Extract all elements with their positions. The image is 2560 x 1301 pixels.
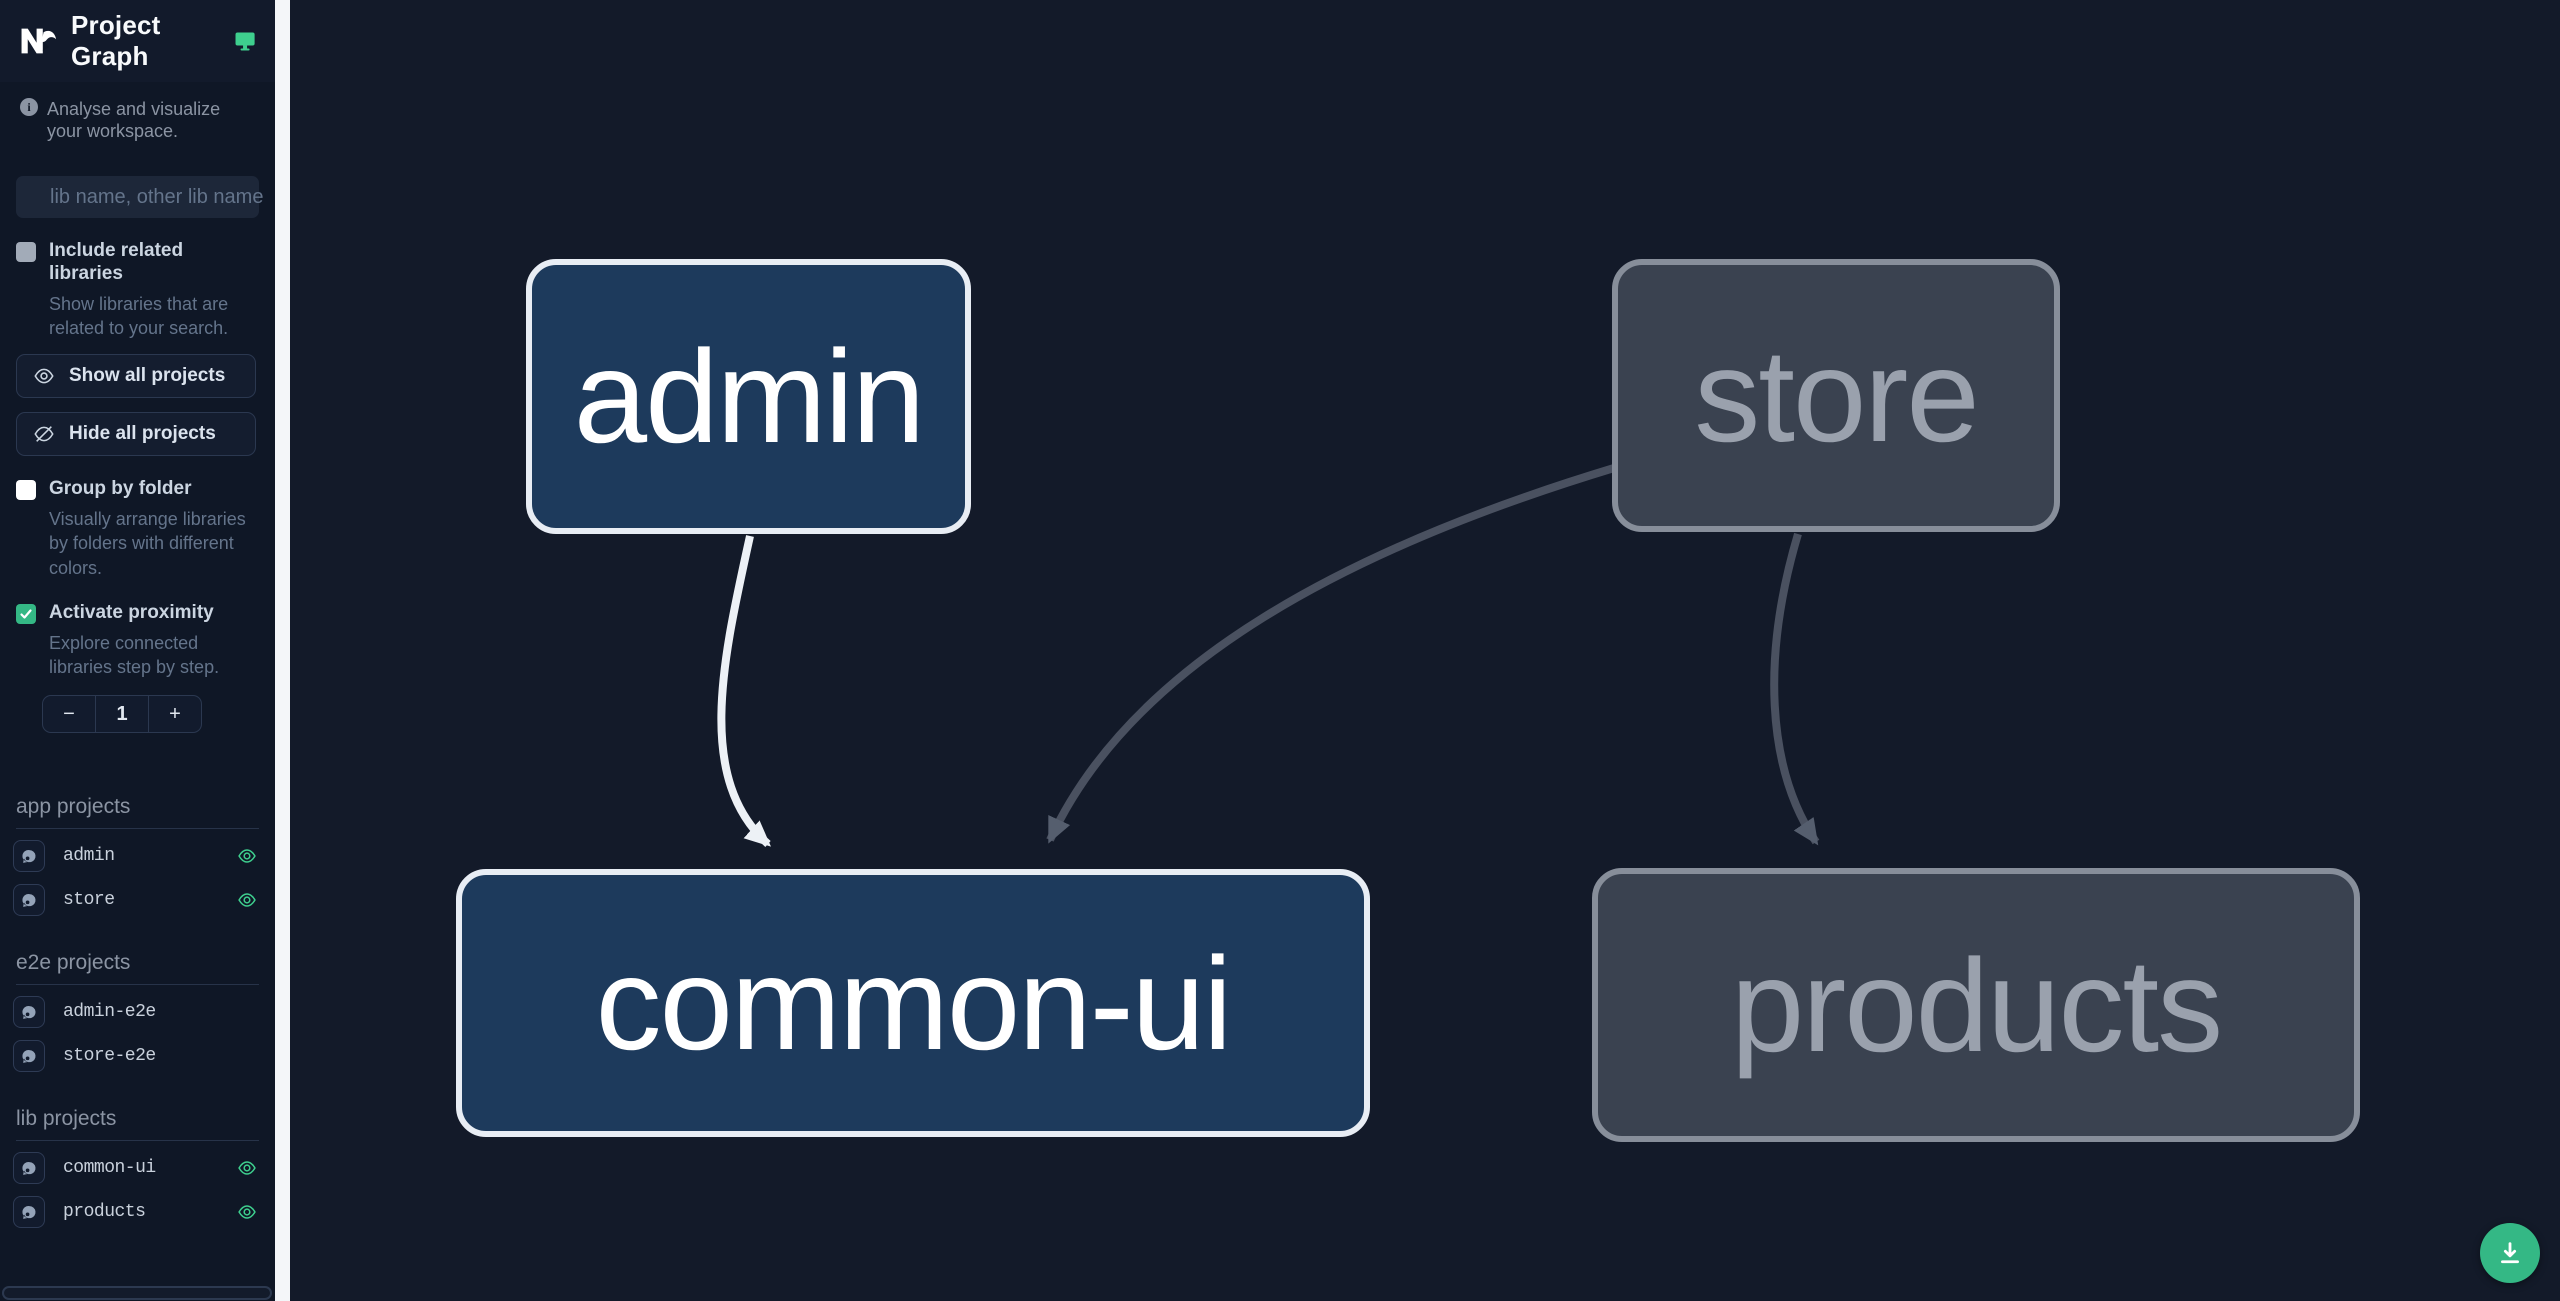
project-row-admin-e2e: admin-e2e — [13, 995, 259, 1029]
toggle-visibility-button[interactable] — [235, 1158, 259, 1178]
focus-icon — [21, 893, 36, 907]
project-row-common-ui: common-ui — [13, 1151, 259, 1185]
group-by-folder-description: Visually arrange libraries by folders wi… — [49, 509, 246, 578]
graph-canvas[interactable]: admin store common-ui products — [290, 0, 2560, 1301]
focus-project-button[interactable] — [13, 840, 45, 873]
option-include-related: Include related libraries Show libraries… — [16, 240, 259, 340]
download-icon — [2501, 1242, 2519, 1264]
project-row-store: store — [13, 883, 259, 917]
focus-icon — [21, 1205, 36, 1219]
focus-project-button[interactable] — [13, 1196, 45, 1229]
edge-store-to-common-ui — [1046, 464, 1616, 844]
focus-icon — [21, 1005, 36, 1019]
section-header-e2e: e2e projects — [16, 951, 259, 986]
monitor-icon[interactable] — [233, 28, 257, 54]
project-name: common-ui — [63, 1158, 156, 1179]
section-header-lib: lib projects — [16, 1107, 259, 1142]
activate-proximity-checkbox[interactable] — [16, 604, 36, 625]
eye-icon — [34, 368, 54, 384]
section-header-app: app projects — [16, 795, 259, 830]
eye-visible-icon — [238, 893, 256, 908]
focus-icon — [21, 1161, 36, 1175]
sidebar-header: Project Graph — [0, 0, 275, 82]
focus-project-button[interactable] — [13, 1152, 45, 1185]
sidebar-divider — [275, 0, 290, 1301]
group-by-folder-label: Group by folder — [49, 478, 192, 500]
eye-slash-icon — [34, 426, 54, 443]
tagline-text: Analyse and visualize your workspace. — [47, 99, 221, 141]
toggle-visibility-button[interactable] — [235, 846, 259, 866]
project-name: admin-e2e — [63, 1002, 156, 1023]
hide-all-projects-label: Hide all projects — [69, 423, 216, 445]
graph-edges-layer — [717, 464, 1820, 847]
graph-node-common-ui[interactable]: common-ui — [456, 869, 1370, 1137]
nx-logo-icon — [21, 28, 57, 54]
include-related-checkbox[interactable] — [16, 242, 36, 263]
info-icon: i — [20, 98, 38, 116]
project-name: store — [63, 890, 115, 911]
project-name: admin — [63, 846, 115, 867]
eye-visible-icon — [238, 849, 256, 864]
activate-proximity-description: Explore connected libraries step by step… — [49, 632, 220, 678]
horizontal-scrollbar-thumb[interactable] — [2, 1286, 272, 1300]
proximity-value: 1 — [95, 696, 149, 733]
project-row-admin: admin — [13, 839, 259, 873]
app-title: Project Graph — [70, 10, 161, 71]
toggle-visibility-button[interactable] — [235, 890, 259, 910]
include-related-description: Show libraries that are related to your … — [49, 293, 229, 339]
toggle-visibility-button[interactable] — [235, 1202, 259, 1222]
edge-store-to-products — [1770, 532, 1820, 846]
show-all-projects-button[interactable]: Show all projects — [16, 354, 256, 399]
filter-input[interactable] — [48, 184, 317, 210]
tagline-row: i Analyse and visualize your workspace. — [0, 82, 275, 142]
focus-icon — [21, 1049, 36, 1063]
graph-node-admin[interactable]: admin — [526, 259, 971, 534]
download-image-button[interactable] — [2480, 1223, 2540, 1283]
show-all-projects-label: Show all projects — [69, 365, 226, 387]
eye-visible-icon — [238, 1161, 256, 1176]
graph-node-products[interactable]: products — [1592, 868, 2360, 1142]
proximity-increment-button[interactable]: + — [169, 702, 181, 725]
activate-proximity-label: Activate proximity — [49, 602, 214, 624]
edge-admin-to-common-ui — [717, 535, 771, 847]
project-row-products: products — [13, 1195, 259, 1229]
focus-icon — [21, 849, 36, 863]
project-row-store-e2e: store-e2e — [13, 1039, 259, 1073]
eye-visible-icon — [238, 1205, 256, 1220]
graph-node-store[interactable]: store — [1612, 259, 2060, 532]
proximity-stepper: − 1 + — [42, 695, 202, 734]
project-name: store-e2e — [63, 1046, 156, 1067]
hide-all-projects-button[interactable]: Hide all projects — [16, 412, 256, 457]
sidebar: Project Graph i Analyse and visualize yo… — [0, 0, 317, 1301]
group-by-folder-checkbox[interactable] — [16, 480, 36, 501]
focus-project-button[interactable] — [13, 1040, 45, 1073]
include-related-label: Include related libraries — [49, 240, 184, 284]
project-sections: app projects admin store e2e projects admin-… — [0, 795, 275, 1229]
option-group-by-folder: Group by folder Visually arrange librari… — [16, 478, 259, 580]
focus-project-button[interactable] — [13, 996, 45, 1029]
project-name: products — [63, 1202, 146, 1223]
filter-box — [16, 176, 317, 219]
option-activate-proximity: Activate proximity Explore connected lib… — [16, 602, 259, 679]
proximity-decrement-button[interactable]: − — [63, 702, 75, 725]
focus-project-button[interactable] — [13, 884, 45, 917]
